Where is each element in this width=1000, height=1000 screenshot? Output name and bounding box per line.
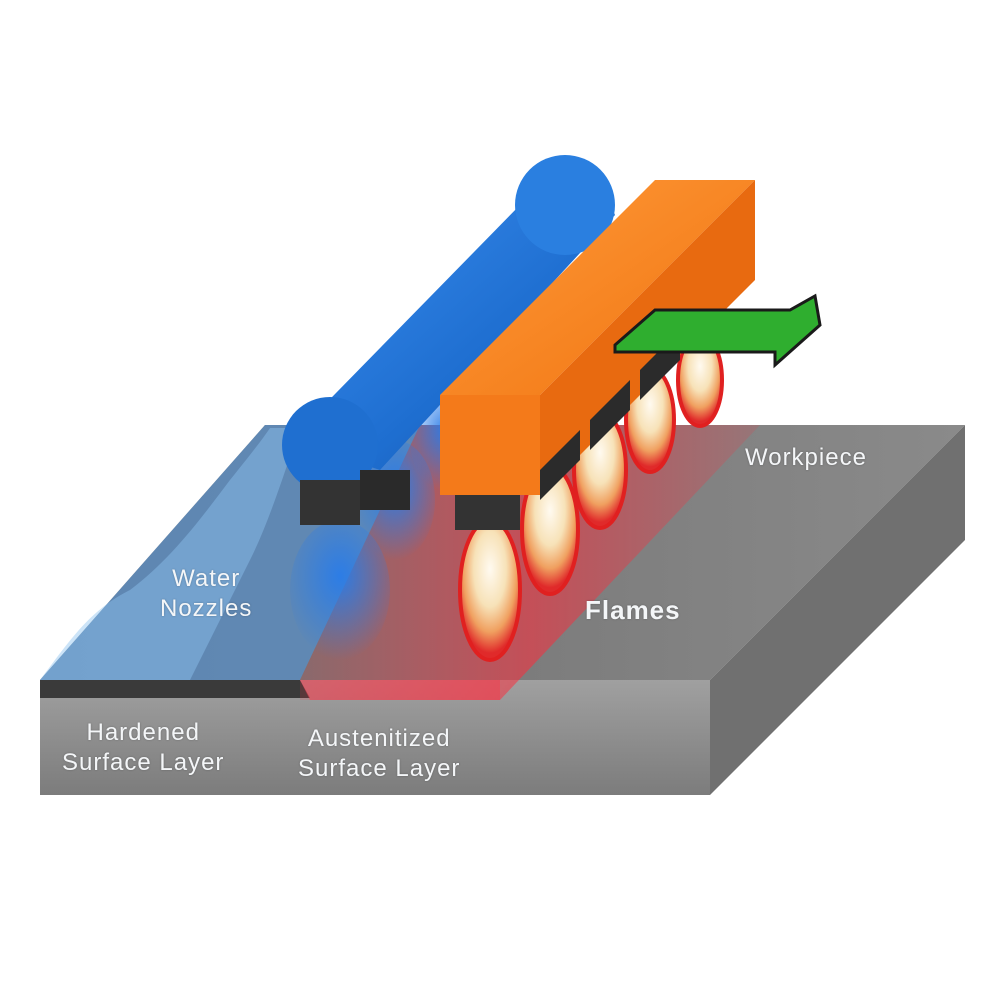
hardened-surface-layer-label: Hardened Surface Layer (62, 719, 225, 776)
austenitized-surface-layer-label: Austenitized Surface Layer (298, 725, 461, 782)
workpiece-label: Workpiece (745, 444, 867, 471)
water-nozzles-label: Water Nozzles (160, 565, 253, 622)
flames-group (458, 332, 724, 662)
water-manifold (282, 155, 615, 525)
flame (458, 518, 522, 662)
hardened-layer-edge (40, 680, 310, 698)
flames-label: Flames (585, 595, 681, 625)
right-arrow-icon (613, 293, 822, 369)
water-splash (40, 428, 300, 680)
workpiece-front-face (40, 680, 710, 795)
austenitized-layer-edge (300, 680, 500, 700)
water-spray (290, 520, 390, 660)
workpiece-side-face (710, 425, 965, 795)
